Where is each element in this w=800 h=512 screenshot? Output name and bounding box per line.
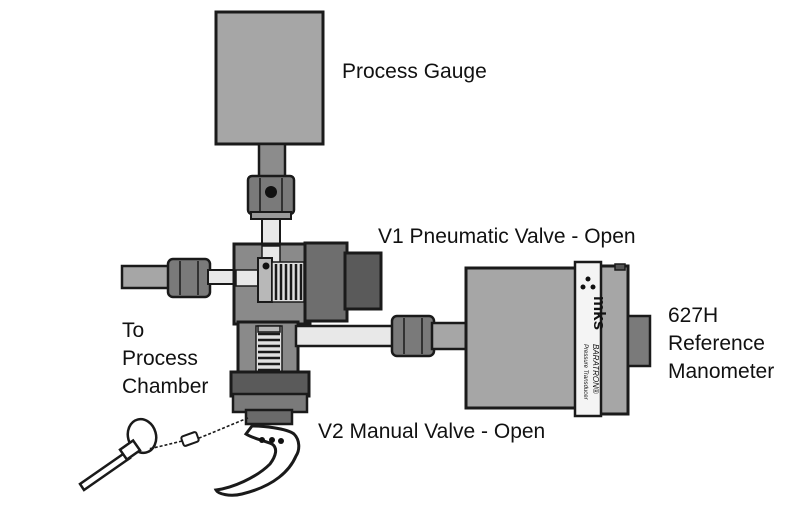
label-to: To xyxy=(122,319,144,342)
label-model: 627H xyxy=(668,304,718,327)
label-v2-valve: V2 Manual Valve - Open xyxy=(318,420,545,443)
label-reference: Reference xyxy=(668,332,765,355)
manometer-logo: mks xyxy=(590,296,609,330)
gauge-fitting-nut xyxy=(246,174,296,220)
manometer-subtitle: Pressure Transducer xyxy=(582,344,588,401)
label-process: Process xyxy=(122,347,198,370)
v1-pneumatic-actuator xyxy=(303,241,383,323)
label-manometer: Manometer xyxy=(668,360,774,383)
reference-manometer: mks BARATRON® Pressure Transducer xyxy=(464,260,652,418)
process-chamber-tube xyxy=(120,257,241,299)
label-v1-valve: V1 Pneumatic Valve - Open xyxy=(378,225,636,248)
lockout-pin-lanyard xyxy=(78,417,249,492)
label-process-gauge: Process Gauge xyxy=(342,60,487,83)
label-chamber: Chamber xyxy=(122,375,208,398)
process-gauge xyxy=(214,10,325,180)
manometer-product: BARATRON® xyxy=(591,344,600,394)
v2-manual-valve xyxy=(213,370,311,497)
v1-spring xyxy=(257,257,305,303)
v2-spring xyxy=(255,325,283,375)
